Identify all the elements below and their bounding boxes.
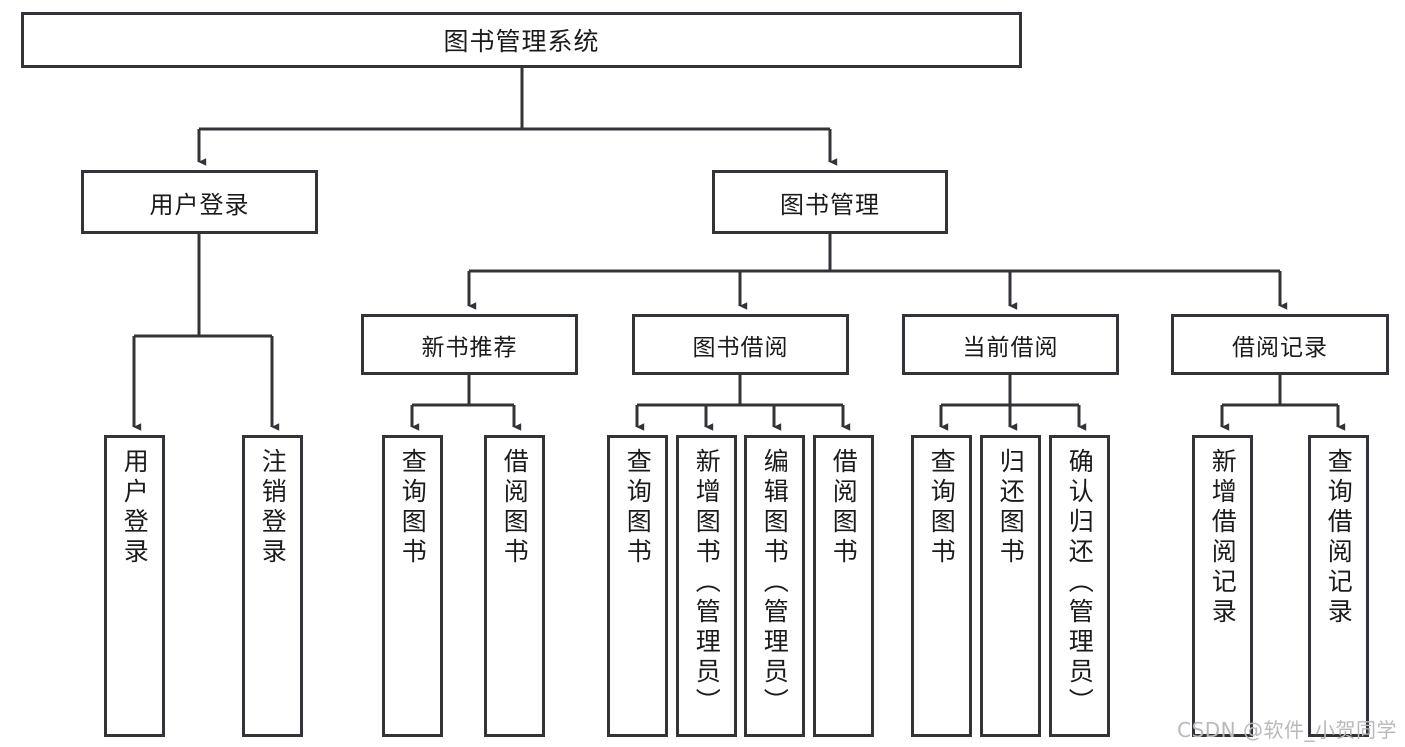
- node-leaf-logout-login[interactable]: 注销登录: [242, 435, 303, 737]
- node-leaf-query-record[interactable]: 查询借阅记录: [1308, 435, 1369, 737]
- node-new-book-recommend-label: 新书推荐: [421, 334, 518, 361]
- node-leaf-query-book-1-label: 查询图书: [398, 448, 428, 568]
- node-book-management-label: 图书管理: [780, 190, 880, 219]
- node-leaf-logout-login-label: 注销登录: [258, 448, 288, 568]
- node-root-book-management-system[interactable]: 图书管理系统: [21, 12, 1022, 68]
- node-leaf-add-record-label: 新增借阅记录: [1208, 448, 1238, 628]
- node-book-borrow-label: 图书借阅: [692, 334, 789, 361]
- node-root-label: 图书管理系统: [443, 27, 600, 56]
- node-leaf-edit-book[interactable]: 编辑图书（管理员）: [744, 435, 805, 737]
- node-user-login-label: 用户登录: [149, 190, 250, 219]
- node-new-book-recommend[interactable]: 新书推荐: [361, 314, 578, 375]
- node-leaf-query-book-3[interactable]: 查询图书: [911, 435, 972, 737]
- node-borrow-record[interactable]: 借阅记录: [1171, 314, 1389, 375]
- node-leaf-borrow-book-2-label: 借阅图书: [829, 448, 859, 568]
- node-book-borrow[interactable]: 图书借阅: [632, 314, 849, 375]
- node-leaf-confirm-return-label: 确认归还（管理员）: [1065, 448, 1095, 718]
- node-borrow-record-label: 借阅记录: [1232, 334, 1328, 361]
- node-leaf-query-book-2-label: 查询图书: [623, 448, 653, 568]
- node-leaf-query-book-2[interactable]: 查询图书: [607, 435, 668, 737]
- node-leaf-borrow-book-2[interactable]: 借阅图书: [813, 435, 874, 737]
- csdn-watermark: CSDN @软件_小贺同学: [1177, 718, 1397, 742]
- node-leaf-user-login-label: 用户登录: [120, 448, 150, 568]
- node-leaf-query-record-label: 查询借阅记录: [1324, 448, 1354, 628]
- node-leaf-add-book[interactable]: 新增图书（管理员）: [676, 435, 737, 737]
- node-user-login[interactable]: 用户登录: [81, 170, 318, 234]
- node-leaf-add-record[interactable]: 新增借阅记录: [1192, 435, 1253, 737]
- node-leaf-return-book-label: 归还图书: [996, 448, 1026, 568]
- node-leaf-return-book[interactable]: 归还图书: [980, 435, 1041, 737]
- node-leaf-query-book-3-label: 查询图书: [927, 448, 957, 568]
- node-book-management[interactable]: 图书管理: [712, 170, 948, 234]
- node-leaf-confirm-return[interactable]: 确认归还（管理员）: [1049, 435, 1110, 737]
- node-leaf-borrow-book-1[interactable]: 借阅图书: [484, 435, 545, 737]
- node-current-borrow-label: 当前借阅: [962, 334, 1059, 361]
- node-leaf-user-login[interactable]: 用户登录: [104, 435, 165, 737]
- node-leaf-query-book-1[interactable]: 查询图书: [382, 435, 443, 737]
- node-leaf-add-book-label: 新增图书（管理员）: [692, 448, 722, 718]
- node-current-borrow[interactable]: 当前借阅: [902, 314, 1119, 375]
- node-leaf-borrow-book-1-label: 借阅图书: [500, 448, 530, 568]
- node-leaf-edit-book-label: 编辑图书（管理员）: [760, 448, 790, 718]
